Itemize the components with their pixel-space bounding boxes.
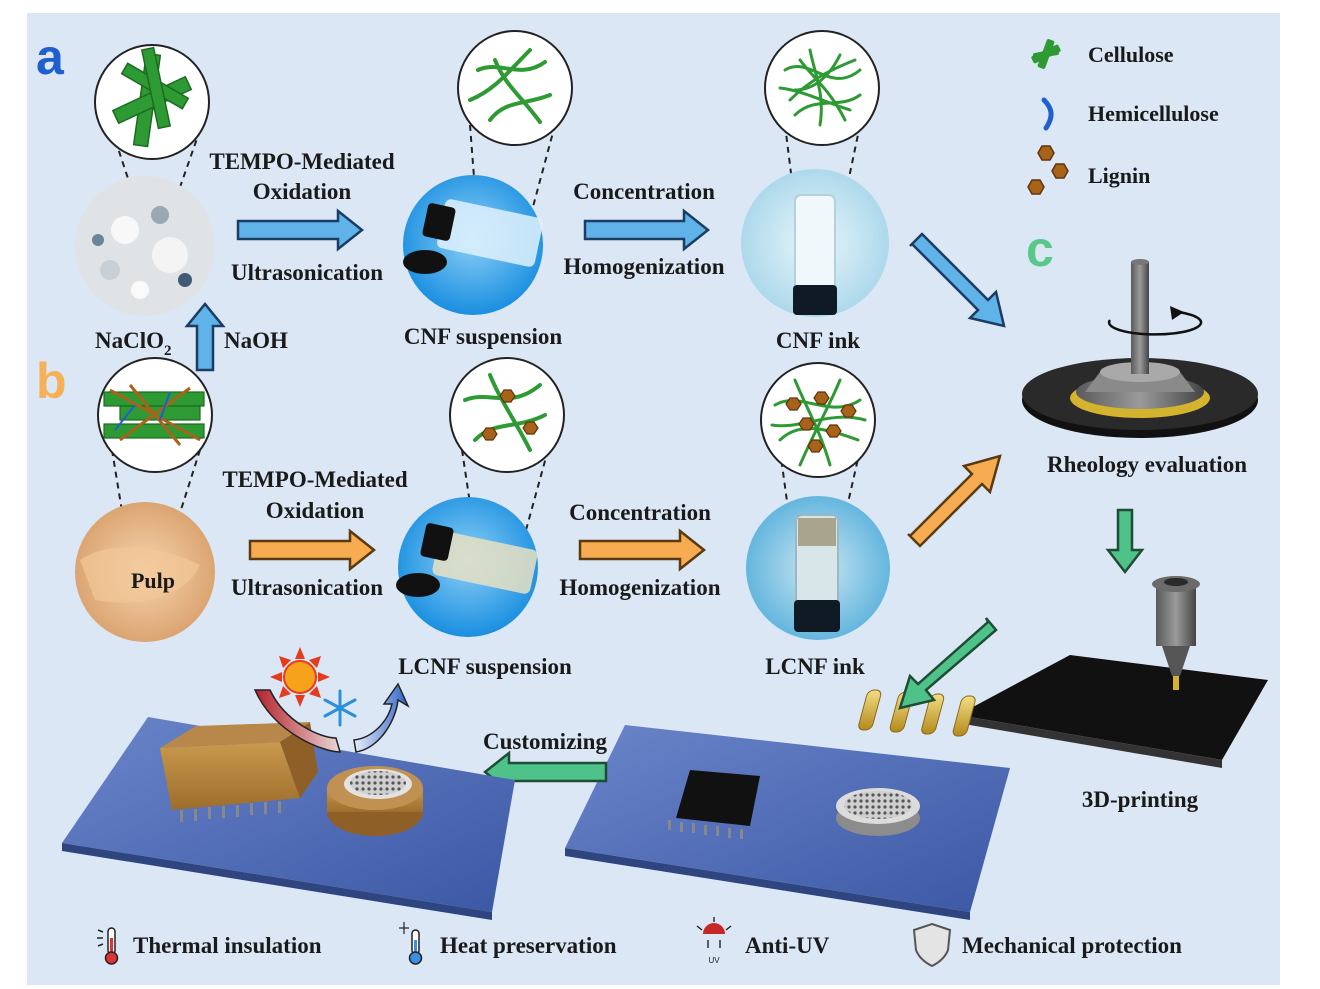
label-3d-printing: 3D-printing bbox=[1082, 787, 1199, 812]
panel-label-c: c bbox=[1026, 221, 1054, 277]
device-board-uncoated bbox=[565, 725, 1010, 920]
zoom-circle-lcnf-ink bbox=[760, 362, 876, 561]
label-anti-uv: Anti-UV bbox=[745, 933, 830, 958]
arrow-rheology-to-printing bbox=[1105, 508, 1145, 575]
panel-label-b: b bbox=[36, 353, 67, 409]
label-thermal-insulation: Thermal insulation bbox=[133, 933, 322, 958]
panel-label-a: a bbox=[36, 29, 65, 85]
app-mechanical-protection: Mechanical protection bbox=[912, 922, 1182, 968]
zoom-circle-cnf-ink bbox=[764, 30, 880, 246]
label-naclo2: NaClO2 bbox=[95, 328, 172, 359]
label-homogenization-b: Homogenization bbox=[560, 575, 721, 600]
svg-text:UV: UV bbox=[708, 956, 720, 965]
pulp-photo bbox=[75, 502, 215, 642]
label-tempo-a: TEMPO-Mediated bbox=[209, 149, 394, 174]
app-heat-preservation: Heat preservation bbox=[399, 922, 617, 965]
legend: Cellulose Hemicellulose Lignin bbox=[1027, 39, 1219, 195]
thermometer-icon bbox=[97, 927, 119, 965]
app-anti-uv: UV Anti-UV bbox=[696, 917, 830, 965]
zoom-circle-cnf-suspension bbox=[457, 30, 573, 256]
label-concentration-a: Concentration bbox=[573, 179, 715, 204]
snowflake-thermometer-icon bbox=[399, 922, 423, 965]
label-concentration-b: Concentration bbox=[569, 500, 711, 525]
label-customizing: Customizing bbox=[483, 729, 607, 754]
arrow-oxidation-b bbox=[248, 528, 377, 572]
legend-lignin: Lignin bbox=[1088, 163, 1150, 188]
label-lcnf-suspension: LCNF suspension bbox=[398, 654, 572, 679]
naclo2-photo bbox=[75, 176, 215, 316]
arrow-concentration-b bbox=[578, 528, 707, 572]
cellulose-icon bbox=[1031, 39, 1061, 69]
thermal-arc-illustration bbox=[253, 682, 410, 753]
label-pulp: Pulp bbox=[131, 568, 175, 593]
label-lcnf-ink: LCNF ink bbox=[765, 654, 865, 679]
label-ultrasonication-b: Ultrasonication bbox=[231, 575, 383, 600]
label-ultrasonication-a: Ultrasonication bbox=[231, 260, 383, 285]
snowflake-icon bbox=[323, 689, 357, 727]
cnf-ink-vial bbox=[741, 169, 889, 317]
device-board-coated bbox=[62, 717, 515, 920]
shield-icon bbox=[912, 922, 952, 968]
arrow-oxidation-a bbox=[236, 208, 365, 252]
hemicellulose-icon bbox=[1041, 97, 1054, 131]
label-heat-preservation: Heat preservation bbox=[440, 933, 617, 958]
rheometer-illustration bbox=[1022, 259, 1258, 438]
lcnf-suspension-vial bbox=[396, 497, 538, 637]
arrow-cnf-to-rheology bbox=[909, 232, 1006, 328]
app-thermal-insulation: Thermal insulation bbox=[97, 927, 322, 965]
label-mechanical-protection: Mechanical protection bbox=[962, 933, 1182, 958]
zoom-circle-cellulose bbox=[94, 44, 210, 231]
printer-illustration bbox=[858, 576, 1268, 768]
legend-cellulose: Cellulose bbox=[1088, 42, 1174, 67]
label-rheology-evaluation: Rheology evaluation bbox=[1047, 452, 1247, 477]
sun-icon bbox=[270, 647, 330, 707]
label-cnf-suspension: CNF suspension bbox=[404, 324, 562, 349]
cnf-suspension-vial bbox=[403, 175, 543, 315]
legend-hemicellulose: Hemicellulose bbox=[1088, 101, 1219, 126]
uv-lamp-icon: UV bbox=[696, 917, 732, 965]
label-cnf-ink: CNF ink bbox=[776, 328, 860, 353]
lcnf-ink-vial bbox=[746, 496, 890, 640]
label-oxidation-b: Oxidation bbox=[266, 498, 365, 523]
lignin-icon bbox=[1027, 145, 1069, 195]
label-oxidation-a: Oxidation bbox=[253, 179, 352, 204]
label-naoh: NaOH bbox=[224, 328, 288, 353]
label-homogenization-a: Homogenization bbox=[564, 254, 725, 279]
arrow-lcnf-to-rheology bbox=[907, 454, 1002, 548]
arrow-printing-to-devices bbox=[898, 617, 998, 710]
arrow-up-naoh bbox=[184, 302, 226, 372]
label-tempo-b: TEMPO-Mediated bbox=[222, 467, 407, 492]
arrow-concentration-a bbox=[583, 208, 711, 252]
